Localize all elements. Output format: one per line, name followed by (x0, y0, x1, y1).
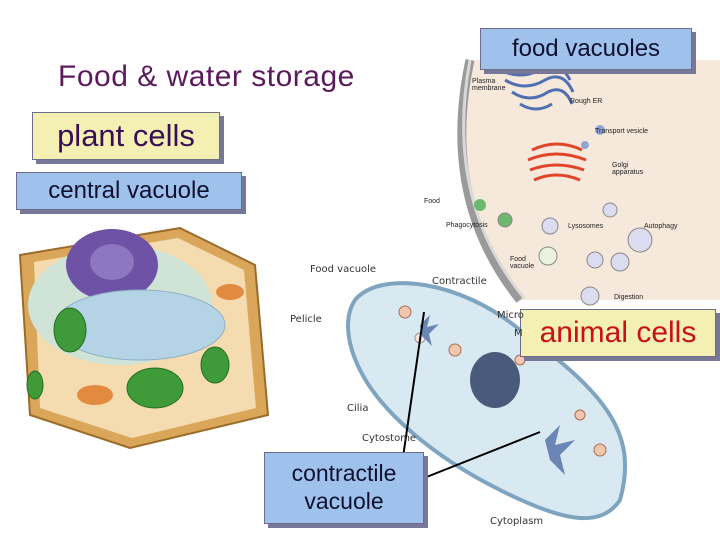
animal-cells-label: animal cells (520, 309, 716, 357)
lysosomes-label: Lysosomes (568, 223, 603, 230)
micro-label: Micro (497, 310, 524, 321)
plant-cells-label: plant cells (32, 112, 220, 160)
cytoplasm-label: Cytoplasm (490, 516, 543, 527)
autophagy-label: Autophagy (644, 223, 677, 230)
golgi-apparatus-label: Golgi apparatus (612, 162, 643, 176)
contractile-vacuole-label: contractile vacuole (264, 452, 424, 524)
food-vacuole-diagram-label: Food vacuole (510, 256, 534, 270)
cilia-label: Cilia (347, 403, 368, 414)
plant-cell-illustration (20, 228, 268, 448)
animal-cell-illustration (462, 60, 720, 305)
food-vacuole-paramecium-label: Food vacuole (310, 264, 376, 275)
rough-er-label: Rough ER (570, 98, 602, 105)
transport-vesicle-label: Transport vesicle (595, 128, 648, 135)
plasma-membrane-label: Plasma membrane (472, 78, 505, 92)
food-vacuoles-label: food vacuoles (480, 28, 692, 70)
page-title: Food & water storage (58, 60, 355, 94)
contractile-paramecium-label: Contractile (432, 276, 487, 287)
contractile-vacuole-line2: vacuole (265, 487, 423, 515)
digestion-label: Digestion (614, 294, 643, 301)
contractile-vacuole-line1: contractile (265, 459, 423, 487)
pellicle-label: Pelicle (290, 314, 322, 325)
central-vacuole-label: central vacuole (16, 172, 242, 210)
m-label: M (514, 328, 523, 339)
phagocytosis-label: Phagocytosis (446, 222, 488, 229)
cytostome-label: Cytostome (362, 433, 416, 444)
food-label: Food (424, 198, 440, 205)
